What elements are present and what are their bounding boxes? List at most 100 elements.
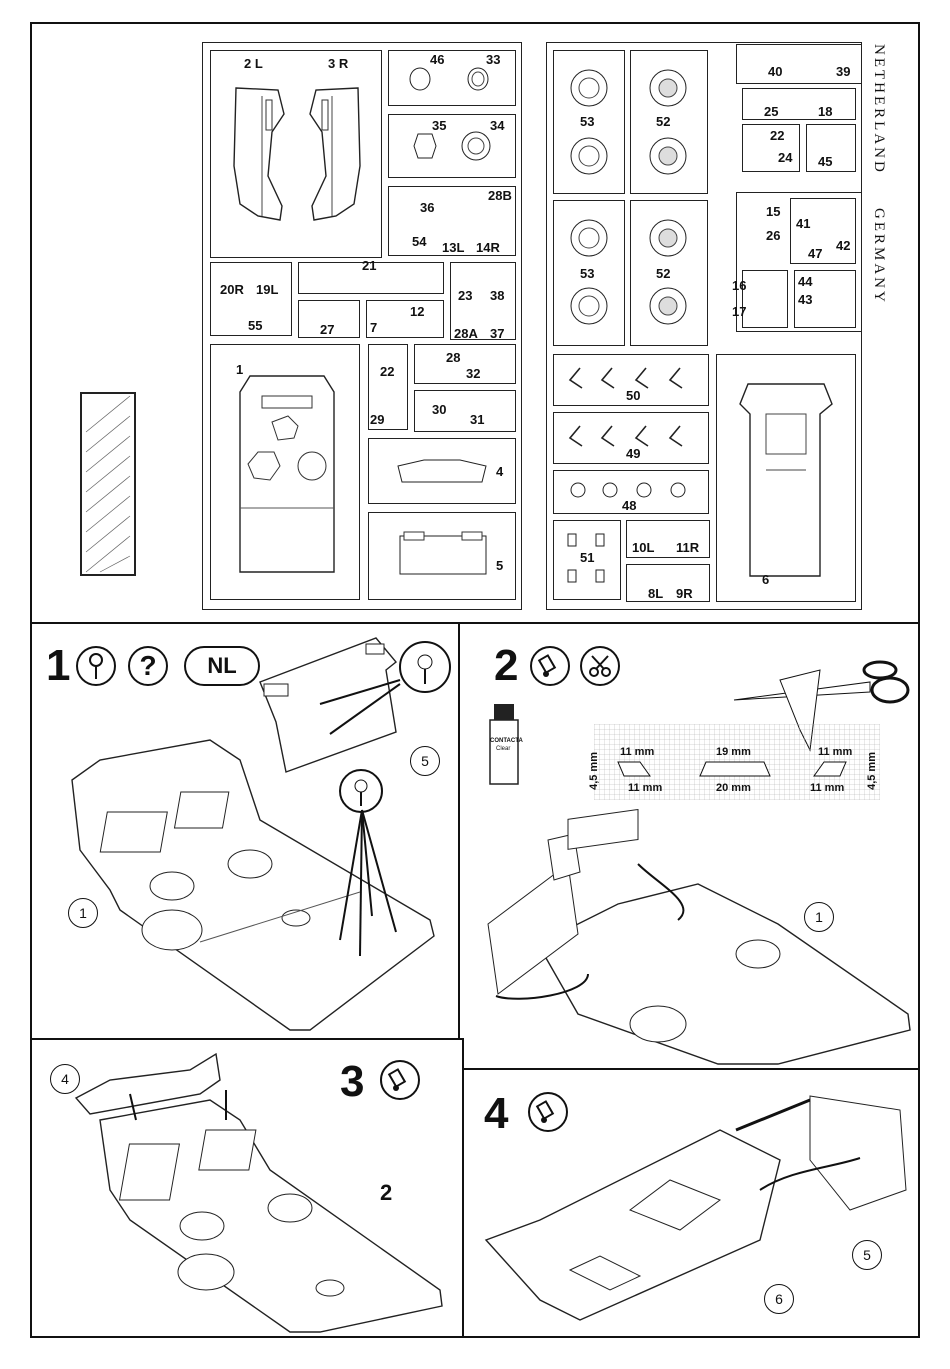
label-part-14r: 14R <box>476 240 500 255</box>
step-2-hull-drawing <box>478 824 918 1064</box>
drill-icon <box>76 646 116 686</box>
label-part-45: 45 <box>818 154 832 169</box>
callout-text: 6 <box>775 1291 783 1307</box>
label-part-17: 17 <box>732 304 746 319</box>
step-4-chassis-drawing <box>480 1090 910 1330</box>
label-part-36: 36 <box>420 200 434 215</box>
part-35-hatch <box>412 132 438 160</box>
measure-11mm-4: 11 mm <box>810 782 844 794</box>
label-part-26: 26 <box>766 228 780 243</box>
sprue-cell-8-9 <box>626 564 710 602</box>
callout-part-1-step2: 1 <box>804 902 834 932</box>
callout-text: 5 <box>421 753 429 769</box>
glue-label: CONTACTA <box>490 738 523 744</box>
label-part-25: 25 <box>764 104 778 119</box>
label-part-18: 18 <box>818 104 832 119</box>
label-part-37: 37 <box>490 326 504 341</box>
callout-part-4-step3: 4 <box>50 1064 80 1094</box>
part-5-rear-plate <box>396 530 492 578</box>
callout-text: 1 <box>79 905 87 921</box>
measure-11mm-3: 11 mm <box>818 746 852 758</box>
label-part-51: 51 <box>580 550 594 565</box>
label-part-49: 49 <box>626 446 640 461</box>
scissors-icon <box>580 646 620 686</box>
label-part-23: 23 <box>458 288 472 303</box>
label-part-7: 7 <box>370 320 377 335</box>
part-3-body-side <box>306 86 362 222</box>
label-part-19l: 19L <box>256 282 278 297</box>
label-part-48: 48 <box>622 498 636 513</box>
glue-bottle-drawing <box>488 702 520 786</box>
sprue-cell-41-42 <box>790 198 856 264</box>
callout-text: 1 <box>815 909 823 925</box>
measure-20mm: 20 mm <box>716 782 751 794</box>
label-part-54: 54 <box>412 234 426 249</box>
label-part-29: 29 <box>370 412 384 427</box>
label-part-28: 28 <box>446 350 460 365</box>
label-part-42: 42 <box>836 238 850 253</box>
label-part-53-top: 53 <box>580 114 594 129</box>
label-part-34: 34 <box>490 118 504 133</box>
nl-country-badge: NL <box>184 646 260 686</box>
sprue-cell-28-32 <box>414 344 516 384</box>
label-part-53-bottom: 53 <box>580 266 594 281</box>
parts-48-rings <box>566 480 696 500</box>
label-part-13l: 13L <box>442 240 464 255</box>
label-part-33: 33 <box>486 52 500 67</box>
measure-11mm-2: 11 mm <box>628 782 662 794</box>
measure-4-5mm-left: 4,5 mm <box>588 752 600 790</box>
part-34-ring <box>460 130 492 162</box>
label-part-39: 39 <box>836 64 850 79</box>
label-part-44: 44 <box>798 274 812 289</box>
part-1-hull-top <box>234 372 340 576</box>
label-part-43: 43 <box>798 292 812 307</box>
glue-label-2: Clear <box>496 746 510 752</box>
label-part-28a: 28A <box>454 326 478 341</box>
callout-part-1-step1: 1 <box>68 898 98 928</box>
question-icon: ? <box>128 646 168 686</box>
label-part-1: 1 <box>236 362 243 377</box>
step-1-number: 1 <box>46 644 70 688</box>
measure-19mm: 19 mm <box>716 746 751 758</box>
nl-text: NL <box>207 653 236 679</box>
measure-4-5mm-right: 4,5 mm <box>866 752 878 790</box>
sprue-cell-7-12 <box>366 300 444 338</box>
callout-part-2-step3: 2 <box>380 1180 392 1206</box>
part-4-front-plate <box>394 456 490 488</box>
sprue-cell-25-18 <box>742 88 856 120</box>
label-part-2: 2 L <box>244 56 263 71</box>
label-part-6: 6 <box>762 572 769 587</box>
part-2-body-side <box>232 86 288 222</box>
label-part-20r: 20R <box>220 282 244 297</box>
label-part-52-bottom: 52 <box>656 266 670 281</box>
label-part-32: 32 <box>466 366 480 381</box>
label-part-15: 15 <box>766 204 780 219</box>
label-part-5: 5 <box>496 558 503 573</box>
label-part-30: 30 <box>432 402 446 417</box>
label-part-22-b: 22 <box>770 128 784 143</box>
callout-text: 4 <box>61 1071 69 1087</box>
label-part-16: 16 <box>732 278 746 293</box>
sprue-cell-16-17 <box>742 270 788 328</box>
callout-part-5-step1: 5 <box>410 746 440 776</box>
part-6-chassis <box>736 380 836 580</box>
label-part-28b: 28B <box>488 188 512 203</box>
label-part-22: 22 <box>380 364 394 379</box>
label-part-41: 41 <box>796 216 810 231</box>
label-part-52-top: 52 <box>656 114 670 129</box>
label-part-3: 3 R <box>328 56 348 71</box>
label-part-10l: 10L <box>632 540 654 555</box>
germany-label: GERMANY <box>870 208 887 305</box>
callout-part-6-step4: 6 <box>764 1284 794 1314</box>
callout-text: 5 <box>863 1247 871 1263</box>
label-part-24: 24 <box>778 150 792 165</box>
glue-icon <box>530 646 570 686</box>
part-46-hatch <box>408 66 432 92</box>
step-1-drill-leaders <box>300 660 410 960</box>
label-part-27: 27 <box>320 322 334 337</box>
label-part-11r: 11R <box>676 540 699 555</box>
label-part-50: 50 <box>626 388 640 403</box>
label-part-47: 47 <box>808 246 822 261</box>
label-part-4: 4 <box>496 464 503 479</box>
step-2-number: 2 <box>494 644 518 688</box>
